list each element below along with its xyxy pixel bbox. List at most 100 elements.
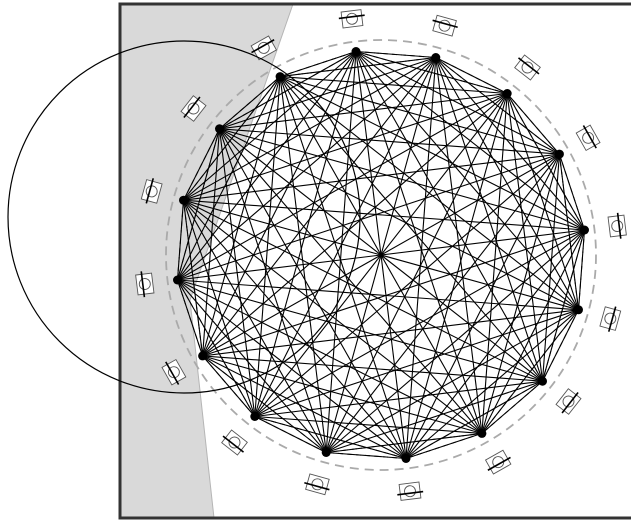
- graph-edge: [176, 279, 204, 357]
- camera-sensor-icon: [140, 178, 163, 204]
- graph-node: [351, 47, 361, 56]
- graph-edge: [177, 279, 579, 311]
- sensor-body: [599, 306, 622, 331]
- graph-edge: [279, 76, 543, 382]
- graph-edge: [202, 355, 327, 453]
- shaded-region: [119, 3, 294, 519]
- sensor-lens: [187, 102, 200, 115]
- graph-edge: [279, 76, 327, 453]
- graph-node: [431, 53, 441, 62]
- camera-sensor-icon: [607, 212, 627, 239]
- graph-edge: [279, 76, 483, 434]
- graph-edge: [202, 355, 256, 417]
- sensor-bar: [616, 212, 622, 239]
- overlap-circle: [7, 40, 361, 394]
- camera-sensor-icon: [304, 473, 330, 496]
- graph-edge: [435, 57, 585, 231]
- sensor-bar: [517, 57, 540, 75]
- graph-node: [580, 225, 589, 235]
- graph-edge: [279, 76, 407, 459]
- graph-edge: [219, 56, 436, 130]
- sensor-body: [484, 449, 512, 475]
- graph-edge: [254, 57, 437, 417]
- graph-edge: [183, 51, 357, 201]
- sensor-lens: [138, 278, 151, 290]
- graph-edge: [202, 229, 585, 357]
- graph-node: [215, 124, 224, 134]
- graph-edge: [202, 355, 407, 459]
- graph-edge: [254, 415, 482, 434]
- sensor-layer: [135, 9, 627, 501]
- sensor-body: [135, 272, 155, 296]
- sensor-bar: [222, 435, 245, 453]
- graph-edge: [325, 93, 508, 453]
- graph-edge: [279, 76, 579, 311]
- sensor-bar: [251, 39, 275, 54]
- camera-sensor-icon: [180, 95, 207, 122]
- graph-edge: [177, 279, 327, 453]
- dashed-boundary-ring: [165, 39, 597, 471]
- camera-sensor-icon: [135, 271, 155, 298]
- graph-edge: [577, 229, 586, 310]
- camera-sensor-icon: [555, 388, 582, 415]
- graph-edge: [481, 380, 543, 434]
- graph-edge: [183, 76, 281, 201]
- edge-layer: [176, 50, 586, 460]
- graph-node: [198, 351, 208, 361]
- graph-edge: [355, 51, 483, 434]
- graph-edge: [326, 432, 482, 454]
- graph-node: [502, 89, 512, 98]
- sensor-bar: [165, 361, 180, 385]
- sensor-lens: [521, 61, 534, 74]
- sensor-lens: [145, 185, 158, 198]
- sensor-lens: [492, 456, 505, 469]
- graph-edge: [355, 51, 560, 155]
- sensor-lens: [228, 436, 241, 449]
- sensor-body: [575, 124, 601, 152]
- sensor-lens: [611, 220, 624, 232]
- graph-edge: [202, 93, 508, 357]
- graph-node: [477, 428, 487, 438]
- graph-edge: [182, 200, 204, 356]
- camera-sensor-icon: [432, 14, 458, 37]
- graph-edge: [183, 128, 220, 201]
- sensor-lens: [311, 478, 324, 491]
- graph-edge: [326, 380, 543, 454]
- graph-node: [401, 454, 411, 463]
- sensor-body: [221, 429, 248, 456]
- camera-sensor-icon: [338, 9, 365, 29]
- sensor-body: [180, 95, 207, 122]
- sensor-lens: [167, 366, 180, 379]
- graph-edge: [183, 153, 560, 201]
- sensor-body: [340, 9, 364, 29]
- sensor-body: [398, 481, 422, 501]
- sensor-lens: [562, 395, 575, 408]
- graph-edge: [177, 279, 407, 459]
- sensor-lens: [604, 312, 617, 325]
- sensor-bar: [432, 19, 458, 29]
- graph-edge: [176, 200, 185, 281]
- graph-node: [538, 376, 547, 386]
- graph-edge: [279, 50, 357, 78]
- sensor-body: [140, 179, 163, 204]
- sensor-body: [555, 388, 582, 415]
- camera-sensor-icon: [575, 124, 601, 152]
- sensor-lens: [438, 19, 451, 32]
- graph-edge: [558, 153, 586, 231]
- graph-edge: [176, 128, 221, 281]
- graph-edge: [183, 199, 543, 382]
- graph-node: [554, 149, 564, 159]
- graph-edge: [218, 128, 256, 417]
- graph-edge: [254, 153, 560, 417]
- sensor-lens: [404, 485, 416, 498]
- sensor-bar: [304, 481, 330, 491]
- graph-edge: [325, 51, 357, 453]
- sensor-bar: [397, 490, 424, 496]
- sensor-bar: [487, 456, 511, 471]
- graph-edge: [405, 432, 483, 460]
- sensor-bar: [183, 96, 201, 119]
- graph-edge: [177, 153, 560, 281]
- graph-edge: [506, 93, 560, 155]
- graph-edge: [541, 154, 560, 382]
- sensor-lens: [582, 131, 595, 144]
